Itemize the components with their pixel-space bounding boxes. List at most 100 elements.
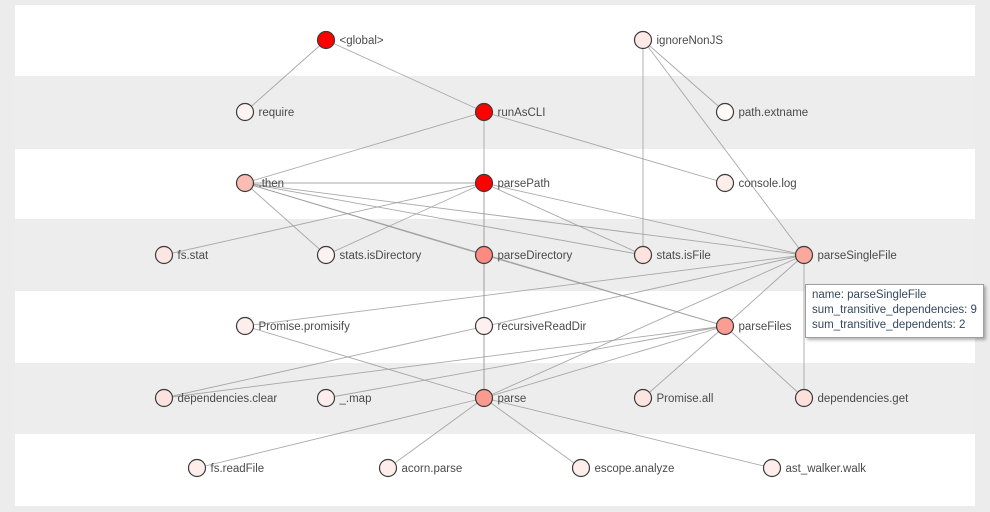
- node-label: dependencies.get: [818, 393, 910, 405]
- node-circle[interactable]: [715, 316, 735, 336]
- node-circle[interactable]: [474, 316, 494, 336]
- graph-node[interactable]: recursiveReadDir: [474, 316, 587, 336]
- node-circle[interactable]: [474, 245, 494, 265]
- node-label: .then: [259, 178, 285, 190]
- node-circle[interactable]: [715, 102, 735, 122]
- row-band-3: [15, 219, 975, 291]
- node-label: _.map: [339, 393, 372, 405]
- node-label: require: [259, 107, 295, 119]
- graph-node[interactable]: parse: [474, 388, 527, 408]
- node-circle[interactable]: [235, 102, 255, 122]
- node-circle[interactable]: [762, 458, 782, 478]
- graph-node[interactable]: fs.readFile: [187, 458, 265, 478]
- node-label: fs.readFile: [211, 463, 265, 475]
- graph-edge: [483, 325, 726, 399]
- graph-node[interactable]: Promise.all: [633, 388, 714, 408]
- node-circle[interactable]: [633, 388, 653, 408]
- node-label: runAsCLI: [498, 107, 546, 119]
- node-label: fs.stat: [178, 250, 209, 262]
- tooltip-line-name: name: parseSingleFile: [812, 289, 927, 301]
- graph-edge: [244, 182, 805, 256]
- graph-edge: [724, 325, 805, 399]
- node-circle[interactable]: [715, 173, 735, 193]
- graph-edge: [483, 397, 582, 469]
- node-label: ignoreNonJS: [657, 35, 724, 47]
- node-circle[interactable]: [235, 316, 255, 336]
- node-layer[interactable]: <global> ignoreNonJS require runAsCLI path.e…: [154, 30, 910, 478]
- node-label: Promise.promisify: [259, 321, 351, 333]
- graph-edge: [244, 111, 485, 184]
- node-circle[interactable]: [316, 245, 336, 265]
- graph-node[interactable]: console.log: [715, 173, 797, 193]
- graph-node[interactable]: escope.analyze: [571, 458, 675, 478]
- graph-edge: [483, 254, 726, 327]
- graph-edge: [483, 182, 644, 256]
- node-circle[interactable]: [633, 30, 653, 50]
- node-circle[interactable]: [316, 30, 336, 50]
- node-label: stats.isDirectory: [340, 250, 422, 262]
- graph-node[interactable]: path.extname: [715, 102, 809, 122]
- node-label: parse: [498, 393, 527, 405]
- graph-node[interactable]: runAsCLI: [474, 102, 546, 122]
- graph-edge: [244, 254, 805, 327]
- graph-edge: [642, 325, 726, 399]
- graph-node[interactable]: fs.stat: [154, 245, 209, 265]
- row-band-2: [15, 149, 975, 219]
- graph-node[interactable]: acorn.parse: [378, 458, 463, 478]
- node-circle[interactable]: [316, 388, 336, 408]
- node-label: dependencies.clear: [178, 393, 278, 405]
- graph-edge: [163, 182, 485, 256]
- graph-node[interactable]: parseSingleFile: [794, 245, 897, 265]
- graph-edge: [196, 397, 485, 469]
- node-circle[interactable]: [794, 388, 814, 408]
- tooltip-line-dependents: sum_transitive_dependents: 2: [812, 319, 966, 331]
- node-circle[interactable]: [474, 173, 494, 193]
- graph-edge: [244, 39, 327, 113]
- graph-node[interactable]: parseFiles: [715, 316, 792, 336]
- graph-node[interactable]: parseDirectory: [474, 245, 573, 265]
- graph-node[interactable]: ignoreNonJS: [633, 30, 724, 50]
- node-label: parseFiles: [739, 321, 792, 333]
- tooltip-line-dependencies: sum_transitive_dependencies: 9: [812, 304, 977, 316]
- node-tooltip: name: parseSingleFile sum_transitive_dep…: [805, 284, 984, 338]
- node-circle[interactable]: [154, 245, 174, 265]
- node-circle[interactable]: [474, 102, 494, 122]
- graph-node[interactable]: stats.isDirectory: [316, 245, 422, 265]
- graph-node[interactable]: require: [235, 102, 295, 122]
- node-circle[interactable]: [378, 458, 398, 478]
- graph-edge: [724, 254, 805, 327]
- node-circle[interactable]: [794, 245, 814, 265]
- row-band-5: [15, 363, 975, 434]
- node-label: parseSingleFile: [818, 250, 897, 262]
- node-label: parsePath: [498, 178, 550, 190]
- node-label: stats.isFile: [657, 250, 711, 262]
- node-circle[interactable]: [633, 245, 653, 265]
- graph-node[interactable]: Promise.promisify: [235, 316, 351, 336]
- graph-node[interactable]: parsePath: [474, 173, 550, 193]
- node-circle[interactable]: [235, 173, 255, 193]
- node-circle[interactable]: [474, 388, 494, 408]
- node-circle[interactable]: [187, 458, 207, 478]
- graph-node[interactable]: dependencies.get: [794, 388, 910, 408]
- graph-node[interactable]: ast_walker.walk: [762, 458, 867, 478]
- graph-edge: [387, 397, 485, 469]
- node-circle[interactable]: [154, 388, 174, 408]
- graph-node[interactable]: stats.isFile: [633, 245, 711, 265]
- graph-edge: [642, 39, 805, 256]
- node-label: acorn.parse: [402, 463, 463, 475]
- node-label: recursiveReadDir: [498, 321, 587, 333]
- node-label: ast_walker.walk: [786, 463, 867, 475]
- node-circle[interactable]: [571, 458, 591, 478]
- graph-node[interactable]: _.map: [316, 388, 372, 408]
- node-label: Promise.all: [657, 393, 714, 405]
- graph-edge: [244, 325, 485, 399]
- graph-edge: [642, 39, 726, 113]
- graph-node[interactable]: dependencies.clear: [154, 388, 278, 408]
- graph-node[interactable]: .then: [235, 173, 285, 193]
- node-label: console.log: [739, 178, 797, 190]
- graph-node[interactable]: <global>: [316, 30, 384, 50]
- graph-edge: [483, 111, 726, 184]
- graph-edge: [483, 397, 773, 469]
- graph-edge: [163, 325, 726, 399]
